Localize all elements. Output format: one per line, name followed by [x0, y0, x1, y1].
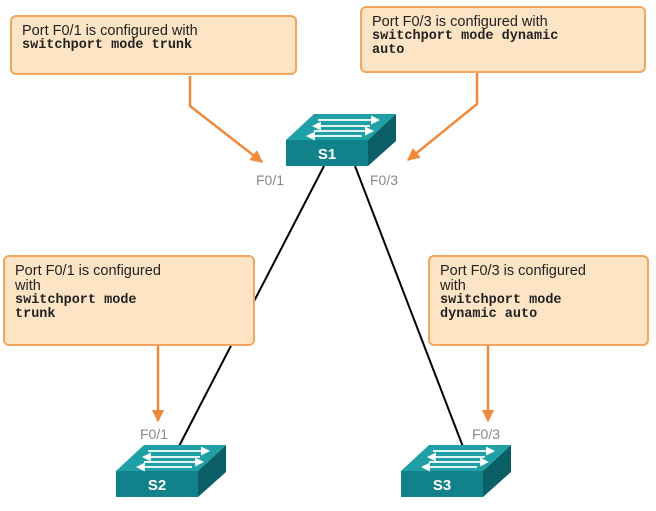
callout-text: Port F0/1 is configured with — [22, 23, 198, 39]
switch-s1-icon — [286, 114, 396, 166]
callout-command-line2: dynamic auto — [440, 307, 538, 322]
callout-command-line1: switchport mode — [15, 293, 137, 308]
callout-text-line1: Port F0/1 is configured — [15, 263, 161, 279]
port-label-s1-f03: F0/3 — [370, 172, 399, 188]
callout-command-line1: switchport mode — [440, 293, 562, 308]
switch-s1-label: S1 — [318, 146, 336, 163]
switch-s2-icon — [116, 445, 226, 497]
callout-command-line2: auto — [372, 43, 405, 58]
port-label-s2-f01: F0/1 — [140, 426, 169, 442]
switch-s2-label: S2 — [148, 477, 166, 494]
callout-text: Port F0/3 is configured with — [372, 14, 548, 30]
callout-text-line2: with — [440, 278, 466, 294]
switch-s3-label: S3 — [433, 477, 451, 494]
switch-s3-icon — [401, 445, 511, 497]
callout-s1-port-f03: Port F0/3 is configured with switchport … — [360, 6, 646, 73]
callout-s2-port-f01: Port F0/1 is configured with switchport … — [3, 255, 255, 346]
callout-text-line2: with — [15, 278, 41, 294]
arrow-to-s1-f03 — [407, 73, 479, 161]
callout-command-line2: trunk — [15, 307, 56, 322]
arrow-to-s1-f01 — [188, 76, 263, 163]
port-label-s1-f01: F0/1 — [256, 172, 285, 188]
link-s1-s3 — [354, 165, 466, 453]
callout-s1-port-f01: Port F0/1 is configured with switchport … — [10, 15, 297, 75]
port-label-s3-f03: F0/3 — [472, 426, 501, 442]
callout-s3-port-f03: Port F0/3 is configured with switchport … — [428, 255, 649, 346]
callout-text-line1: Port F0/3 is configured — [440, 263, 586, 279]
callout-command-line1: switchport mode dynamic — [372, 29, 559, 44]
callout-command: switchport mode trunk — [22, 38, 193, 53]
